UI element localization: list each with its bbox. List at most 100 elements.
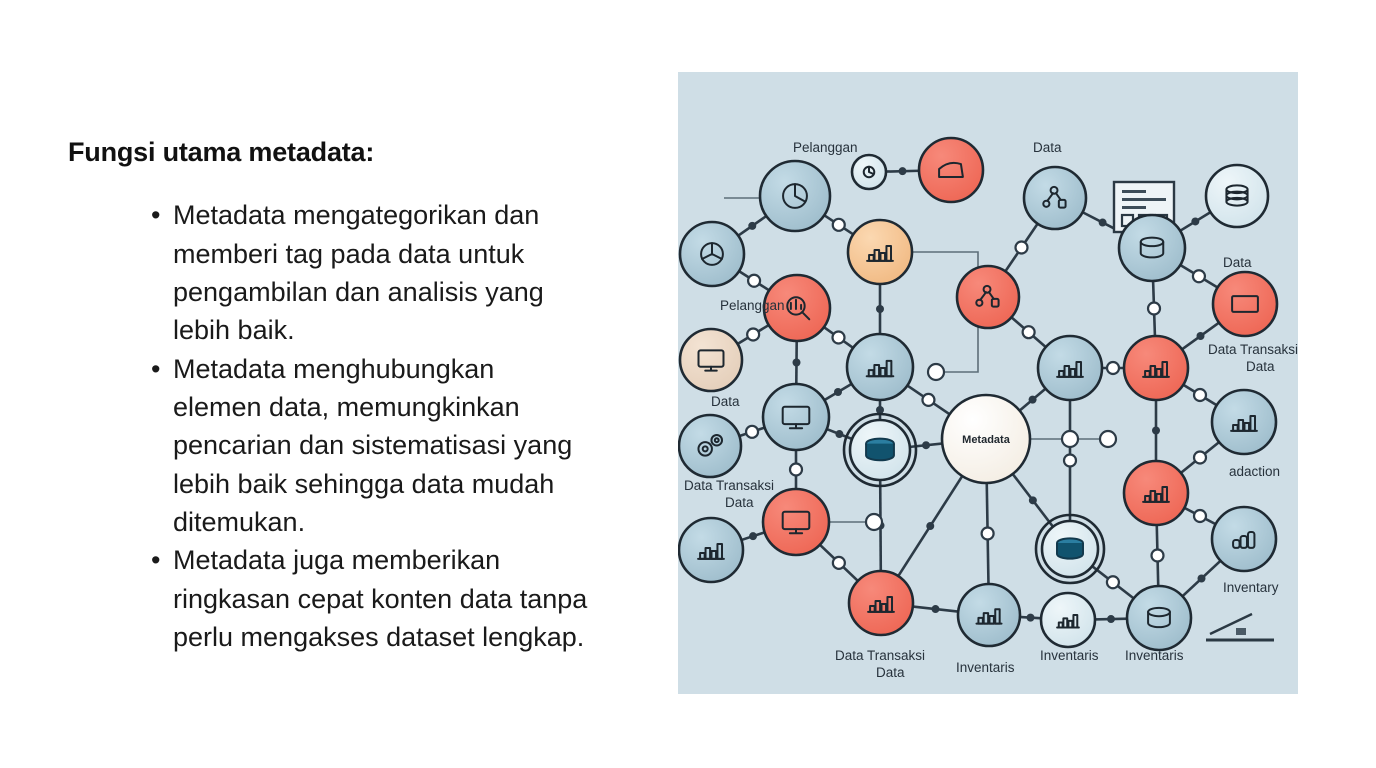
node-red-rect[interactable] xyxy=(1211,270,1279,338)
edge-joint xyxy=(1152,426,1160,435)
list-item-text: Metadata mengategorikan dan memberi tag … xyxy=(173,200,544,346)
node-pelanggan-clock[interactable] xyxy=(758,159,832,233)
edge-joint xyxy=(746,327,761,342)
edge-joint xyxy=(749,532,758,541)
bar-chart-icon xyxy=(975,608,1003,625)
pie-clock-icon xyxy=(782,183,808,209)
node-db-top[interactable] xyxy=(1117,213,1187,283)
diagram-label: Data xyxy=(876,665,905,680)
page-title: Fungsi utama metadata: xyxy=(68,137,375,167)
node-circle[interactable] xyxy=(678,413,743,479)
edge-joint xyxy=(831,330,846,345)
node-red-bars-r2[interactable] xyxy=(1122,459,1190,527)
edge-joint xyxy=(926,362,946,382)
hub-label: Metadata xyxy=(962,434,1011,446)
edge-joint xyxy=(1146,301,1162,316)
diagram-label: Data xyxy=(1246,359,1275,374)
node-red-bars-r1[interactable] xyxy=(1122,334,1190,402)
node-blue-bars-r2[interactable] xyxy=(1210,388,1278,456)
node-circle[interactable] xyxy=(917,136,985,204)
list-item-text: Metadata juga memberikan ringkasan cepat… xyxy=(173,545,588,652)
node-cream-monitor[interactable] xyxy=(678,327,744,393)
node-circle[interactable] xyxy=(955,264,1021,330)
diagram-label: Data xyxy=(725,495,754,510)
monitor-icon xyxy=(781,510,811,535)
list-item-text: Metadata menghubungkan elemen data, memu… xyxy=(173,353,573,538)
database-icon xyxy=(1147,606,1171,629)
edge-joint xyxy=(834,388,842,396)
node-red-bars-bottom[interactable] xyxy=(847,569,915,637)
node-blue-bars-r3[interactable] xyxy=(1210,505,1278,573)
node-circle[interactable] xyxy=(1210,505,1278,573)
diagram-label: Pelanggan xyxy=(793,140,858,155)
diagram-label: Pelanggan xyxy=(720,298,785,313)
edge-joint xyxy=(921,392,936,408)
diagram-edges xyxy=(724,167,1223,624)
diagram-label: Data Transaksi xyxy=(1208,342,1298,357)
edge-joint xyxy=(1062,453,1078,468)
edge-joint xyxy=(980,526,995,541)
bar-chart-icon xyxy=(1230,415,1258,432)
node-small-pie[interactable] xyxy=(850,153,888,191)
node-circle[interactable] xyxy=(762,273,832,343)
bar-chart-cyl-icon xyxy=(1232,531,1256,549)
node-gears[interactable] xyxy=(678,413,743,479)
node-circle[interactable] xyxy=(1125,584,1193,652)
edge-joint xyxy=(1028,395,1037,404)
edge-joint xyxy=(1191,217,1200,226)
node-pelanggan-pie[interactable] xyxy=(678,220,746,288)
node-circle[interactable] xyxy=(761,382,831,452)
network-icon xyxy=(975,284,1000,308)
node-red-monitor[interactable] xyxy=(761,487,831,557)
node-blue-bars-mid[interactable] xyxy=(845,332,915,402)
node-circle[interactable] xyxy=(678,327,744,393)
network-icon xyxy=(1042,185,1067,209)
edge-joint xyxy=(1150,548,1165,563)
bar-chart-icon xyxy=(697,543,725,560)
node-db-bottom[interactable] xyxy=(1125,584,1193,652)
node-orange-bars[interactable] xyxy=(846,218,914,286)
node-red-network[interactable] xyxy=(955,264,1021,330)
edge-joint xyxy=(744,424,760,439)
list-item: • Metadata mengategorikan dan memberi ta… xyxy=(143,196,588,349)
node-data-network[interactable] xyxy=(1022,165,1088,231)
gears-icon xyxy=(697,433,724,457)
bullet-list: • Metadata mengategorikan dan memberi ta… xyxy=(68,196,588,656)
node-circle[interactable] xyxy=(1211,270,1279,338)
diagram-label: Inventaris xyxy=(956,660,1015,675)
edge-joint xyxy=(1197,574,1206,583)
node-blue-bars-bottom[interactable] xyxy=(956,582,1022,648)
edge-joint xyxy=(1105,360,1121,376)
edge-joint xyxy=(1192,387,1208,403)
monitor-icon xyxy=(697,349,725,372)
edge-joint xyxy=(1107,615,1116,624)
node-circle[interactable] xyxy=(1117,213,1187,283)
node-circle[interactable] xyxy=(1204,163,1270,229)
node-circle[interactable] xyxy=(1022,165,1088,231)
diagram-label: Data Transaksi xyxy=(684,478,774,493)
bar-chart-icon xyxy=(1056,613,1080,629)
diagram-label: Inventaris xyxy=(1125,648,1184,663)
node-db-corner[interactable] xyxy=(1204,163,1270,229)
node-pale-bars[interactable] xyxy=(1039,591,1097,649)
hub-node-metadata[interactable]: Metadata xyxy=(940,393,1032,485)
edge-joint xyxy=(1191,269,1207,284)
edge-joint xyxy=(876,406,884,414)
node-blue-bars-r1[interactable] xyxy=(1036,334,1104,402)
edge-joint xyxy=(788,462,804,477)
node-blue-bars-left[interactable] xyxy=(678,516,745,584)
node-db-highlight-2[interactable] xyxy=(1034,513,1106,585)
edge-joint xyxy=(922,441,931,450)
node-blue-monitor[interactable] xyxy=(761,382,831,452)
node-db-highlight[interactable] xyxy=(842,412,918,488)
node-red-search[interactable] xyxy=(762,273,832,343)
diagram-label: Data xyxy=(1223,255,1252,270)
node-circle[interactable] xyxy=(761,487,831,557)
list-item: • Metadata menghubungkan elemen data, me… xyxy=(143,350,588,542)
node-red-arc[interactable] xyxy=(917,136,985,204)
database-icon xyxy=(1139,236,1165,259)
diagram-label: Inventaris xyxy=(1040,648,1099,663)
pen-line-icon xyxy=(1206,612,1274,642)
